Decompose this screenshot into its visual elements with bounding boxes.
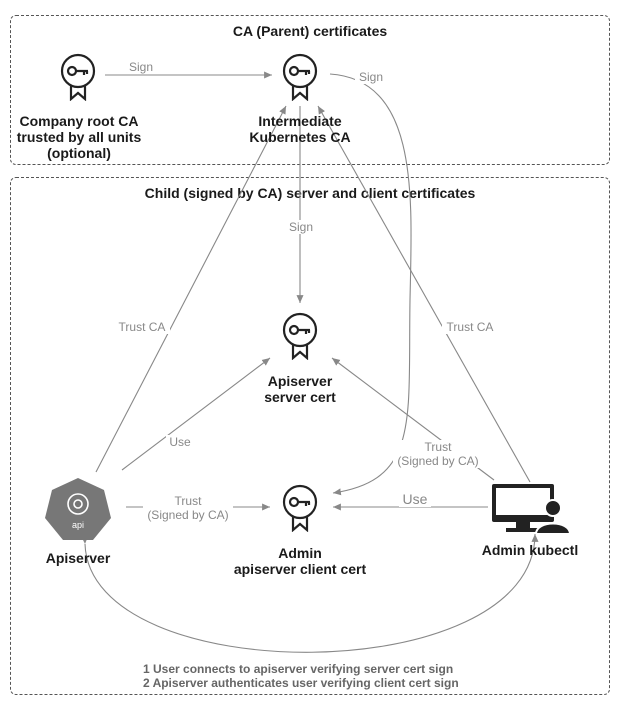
flow-note: 1 User connects to apiserver verifying s… [143, 662, 454, 676]
admin-kubectl-label: Admin kubectl [481, 542, 579, 558]
apiserver-cert-icon [282, 312, 318, 360]
admin-cert-icon [282, 484, 318, 532]
root-ca-certificate-icon [60, 53, 96, 101]
edge-label-trust-signed-right-line: Trust [424, 440, 452, 454]
edge-label-trust-signed-right-line: (Signed by CA) [397, 454, 479, 468]
admin-cert-label: Admin apiserver client cert [220, 545, 380, 577]
edge-mutual-auth [81, 533, 539, 653]
ca-group-title: CA (Parent) certificates [232, 23, 388, 39]
edge-label-sign-right: Sign [355, 70, 387, 84]
intermediate-ca-label: Intermediate Kubernetes CA [240, 113, 360, 145]
intermediate-ca-label-line: Intermediate [258, 113, 342, 129]
edge-use-server-cert [121, 357, 271, 471]
root-ca-label-line: trusted by all units [16, 129, 142, 145]
intermediate-ca-label-line: Kubernetes CA [249, 129, 351, 145]
apiserver-cert-label-line: Apiserver [267, 373, 333, 389]
intermediate-ca-certificate-icon [282, 53, 318, 101]
apiserver-icon-text: api [72, 520, 84, 530]
edge-label-trust-signed-left-line: (Signed by CA) [147, 508, 229, 522]
root-ca-label-line: Company root CA [19, 113, 139, 129]
edge-sign-admin-cert [329, 73, 412, 496]
apiserver-label: Apiserver [45, 550, 111, 566]
admin-kubectl-icon [492, 484, 572, 534]
edge-label-use-left: Use [166, 435, 194, 449]
flow-notes: 1 User connects to apiserver verifying s… [143, 662, 459, 690]
apiserver-cert-label-line: server cert [264, 389, 336, 405]
admin-cert-label-line: apiserver client cert [233, 561, 367, 577]
edge-trust-ca-admin [317, 105, 531, 483]
root-ca-label: Company root CA trusted by all units (op… [14, 113, 144, 161]
edge-label-trust-signed-right: Trust (Signed by CA) [393, 440, 483, 468]
edge-trust-ca-apiserver [95, 105, 287, 473]
child-group-title: Child (signed by CA) server and client c… [144, 185, 476, 201]
edge-label-sign-root: Sign [126, 60, 156, 74]
admin-cert-label-line: Admin [278, 545, 322, 561]
edge-label-trust-signed-left-line: Trust [174, 494, 202, 508]
child-certificates-group: Child (signed by CA) server and client c… [10, 177, 610, 695]
ca-certificates-group: CA (Parent) certificates [10, 15, 610, 165]
root-ca-label-line: (optional) [47, 145, 111, 161]
flow-note: 2 Apiserver authenticates user verifying… [143, 676, 459, 690]
edge-label-use-right: Use [399, 491, 431, 507]
apiserver-cert-label: Apiserver server cert [240, 373, 360, 405]
edge-label-trust-signed-left: Trust (Signed by CA) [143, 494, 233, 522]
edge-label-trust-ca-right: Trust CA [442, 320, 498, 334]
apiserver-icon: api [45, 478, 111, 540]
edge-label-sign-down: Sign [286, 220, 316, 234]
edge-label-trust-ca-left: Trust CA [114, 320, 170, 334]
